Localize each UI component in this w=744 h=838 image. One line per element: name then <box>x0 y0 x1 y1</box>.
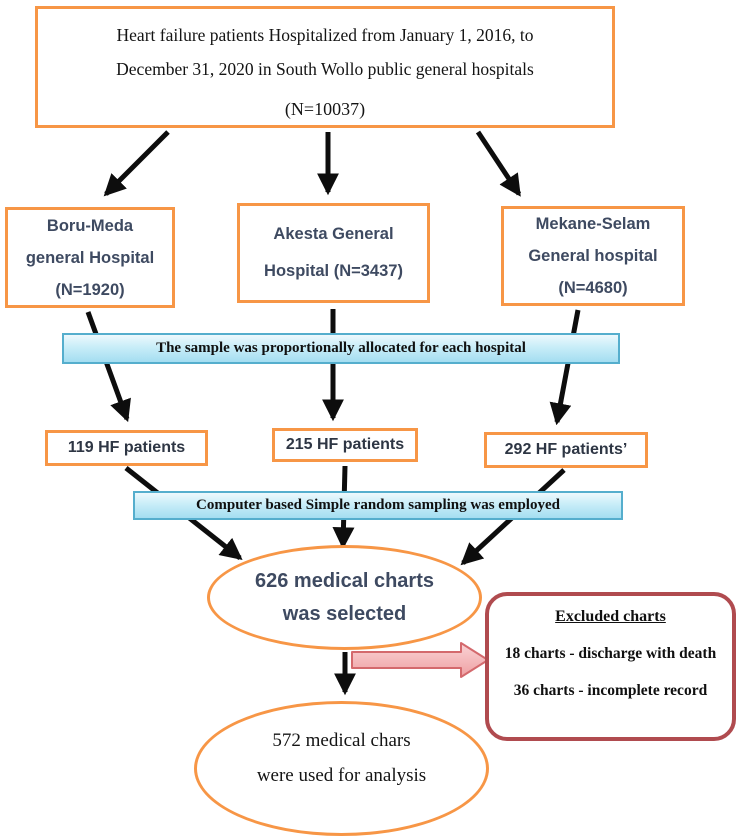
selected-charts-ellipse: 626 medical charts was selected <box>207 545 482 650</box>
selected-label: was selected <box>282 602 407 625</box>
hospital-box-mekaneselam: Mekane-Selam General hospital (N=4680) <box>501 206 685 306</box>
source-n: (N=10037) <box>284 99 366 119</box>
excluded-item-incomplete: 36 charts - incomplete record <box>513 682 708 699</box>
selected-count: 626 medical charts <box>255 569 434 592</box>
source-line-1: Heart failure patients Hospitalized from… <box>116 25 534 45</box>
hospital-n: (N=1920) <box>55 280 125 299</box>
hospital-name: Boru-Meda <box>46 216 134 235</box>
sample-box-292: 292 HF patients’ <box>484 432 648 468</box>
hospital-box-akesta: Akesta General Hospital (N=3437) <box>237 203 430 303</box>
allocation-band: The sample was proportionally allocated … <box>62 333 620 364</box>
excluded-item-death: 18 charts - discharge with death <box>504 645 717 662</box>
arrow-borumeda-to-sample <box>85 311 131 423</box>
arrow-source-to-borumeda <box>103 130 170 197</box>
hospital-n: (N=4680) <box>558 279 628 297</box>
excluded-block-arrow <box>351 642 489 678</box>
final-analysis-ellipse: 572 medical chars were used for analysis <box>194 701 489 836</box>
source-population-box: Heart failure patients Hospitalized from… <box>35 6 615 128</box>
hospital-box-borumeda: Boru-Meda general Hospital (N=1920) <box>5 207 175 308</box>
sampling-band: Computer based Simple random sampling wa… <box>133 491 623 520</box>
final-label: were used for analysis <box>256 764 427 786</box>
source-line-2: December 31, 2020 in South Wollo public … <box>116 59 534 79</box>
sample-box-119: 119 HF patients <box>45 430 208 466</box>
hospital-name: Akesta General <box>273 225 394 243</box>
sample-box-215: 215 HF patients <box>272 428 418 462</box>
hospital-name: General hospital <box>528 247 658 265</box>
excluded-title: Excluded charts <box>555 608 666 625</box>
arrow-source-to-mekane <box>475 130 522 197</box>
hospital-name: Mekane-Selam <box>535 215 651 233</box>
final-count: 572 medical chars <box>272 729 411 751</box>
excluded-charts-box: Excluded charts 18 charts - discharge wi… <box>485 592 736 741</box>
arrow-mekane-to-sample <box>549 309 581 426</box>
hospital-n: Hospital (N=3437) <box>264 262 403 280</box>
hospital-name: general Hospital <box>25 248 155 267</box>
